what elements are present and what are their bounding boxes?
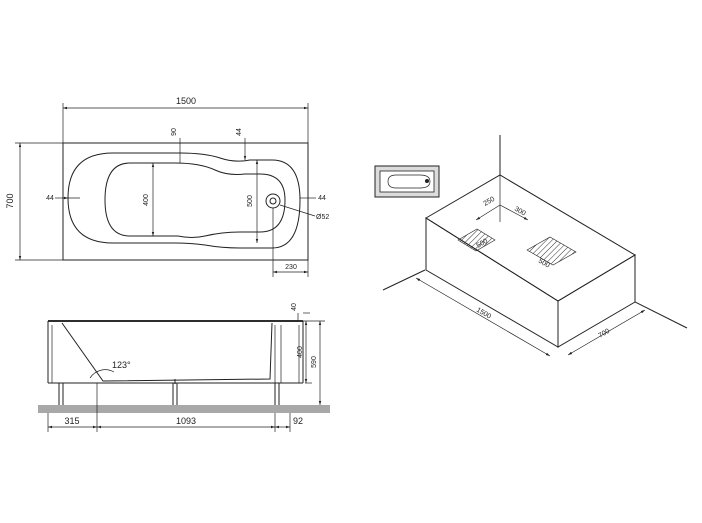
dim-leg-span: 1093 (176, 416, 196, 426)
dim-right-offset: 92 (293, 416, 303, 426)
tub-outline-top (62, 142, 309, 261)
install-box-right (557, 254, 636, 348)
dim-width-top: 700 (5, 193, 15, 208)
hatch-pad-a (457, 228, 496, 252)
dim-margin-right: 44 (318, 195, 326, 202)
dim-install-width: 700 (598, 328, 612, 340)
dim-depth: 400 (297, 346, 304, 358)
dim-spacing-b: 300 (513, 206, 527, 218)
dim-inner-width-left: 400 (143, 194, 150, 206)
dim-inner-width-right: 500 (247, 195, 254, 207)
install-box-left (425, 217, 559, 348)
dim-spacing-a: 250 (483, 196, 497, 208)
dim-margin-left: 44 (46, 195, 54, 202)
tub-bowl-outer (67, 152, 301, 249)
tub-bowl-inner (104, 162, 286, 238)
dim-height: 590 (311, 356, 318, 368)
dim-install-length: 1500 (475, 307, 492, 321)
dim-hatch-b: 500 (537, 258, 551, 270)
tub-inner-profile (61, 322, 273, 382)
drain-outer (265, 193, 281, 209)
dim-drain-offset: 230 (285, 264, 297, 271)
dim-length-top: 1500 (176, 96, 196, 106)
hatch-pad-b (526, 236, 577, 266)
tub-thumbnail (374, 165, 440, 198)
install-view: 250 300 500 500 1500 700 (374, 135, 688, 357)
legs (58, 383, 280, 405)
dim-drain-diameter: Ø52 (316, 214, 329, 221)
dim-margin-top-mid: 90 (171, 128, 178, 136)
dim-rim: 40 (291, 303, 298, 311)
dim-hatch-a: 500 (476, 238, 490, 250)
drain-inner (269, 197, 277, 205)
top-view: 1500 700 44 44 44 90 400 500 Ø52 230 (5, 96, 329, 277)
dim-angle: 123° (112, 360, 131, 370)
dim-margin-top-right: 44 (236, 128, 243, 136)
dim-left-offset: 315 (64, 416, 79, 426)
side-view: 123° 40 400 590 315 1093 92 (38, 303, 330, 432)
floor (38, 405, 330, 413)
